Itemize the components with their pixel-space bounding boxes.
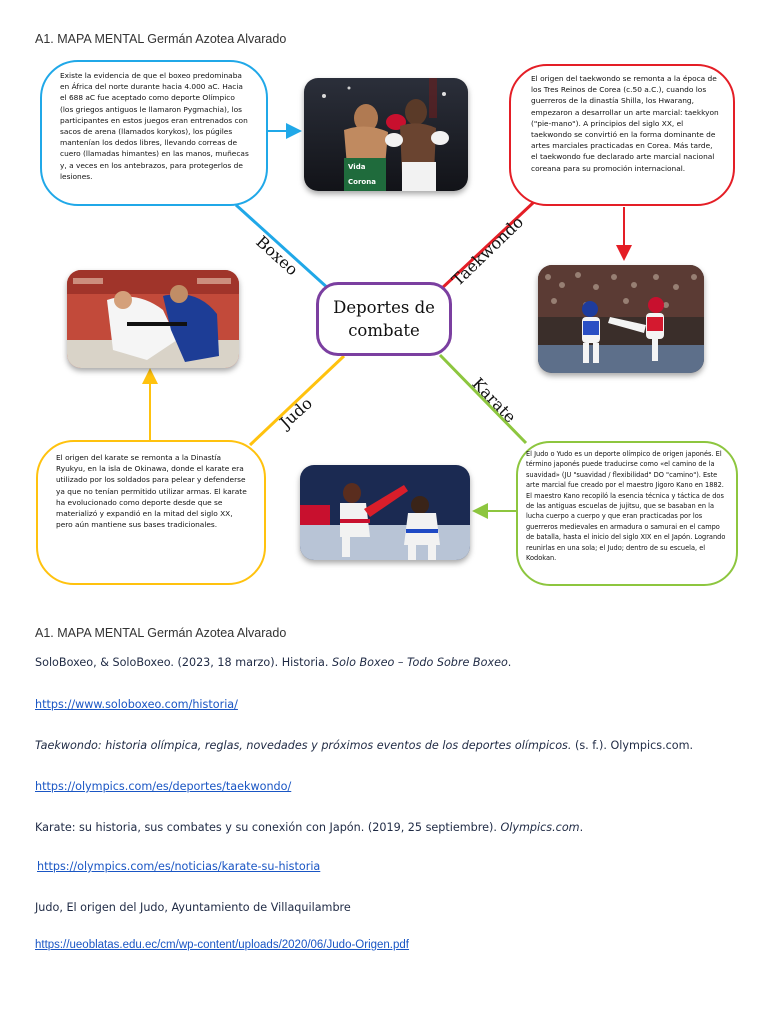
boxeo-bubble: Existe la evidencia de que el boxeo pred… [40,60,268,206]
reference-1: SoloBoxeo, & SoloBoxeo. (2023, 18 marzo)… [35,656,512,669]
reference-3-link-row: https://olympics.com/es/noticias/karate-… [37,860,320,873]
karate-bubble: El origen del karate se remonta a la Din… [36,440,266,585]
reference-1-link[interactable]: https://www.soloboxeo.com/historia/ [35,698,238,711]
boxing-photo: Vida Corona [304,78,468,191]
karate-connector [438,353,528,445]
reference-1-link-row: https://www.soloboxeo.com/historia/ [35,698,238,711]
reference-3: Karate: su historia, sus combates y su c… [35,821,584,834]
boxeo-connector [234,203,332,292]
reference-4-link[interactable]: https://ueoblatas.edu.ec/cm/wp-content/u… [35,939,409,951]
taekwondo-connector [438,200,536,292]
reference-2-link-row: https://olympics.com/es/deportes/taekwon… [35,780,291,793]
center-node: Deportes de combate [316,282,452,356]
karate-photo [300,465,470,560]
taekwondo-photo [538,265,704,373]
mind-map-connectors [142,123,632,519]
judo-connector [248,354,346,447]
reference-2: Taekwondo: historia olímpica, reglas, no… [35,739,694,752]
judo-bubble: El Judo o Yudo es un deporte olímpico de… [516,441,738,586]
taekwondo-bubble: El origen del taekwondo se remonta a la … [509,64,735,206]
references-heading: A1. MAPA MENTAL Germán Azotea Alvarado [35,626,287,640]
judo-photo [67,270,239,368]
reference-4: Judo, El origen del Judo, Ayuntamiento d… [35,901,351,914]
reference-4-link-row: https://ueoblatas.edu.ec/cm/wp-content/u… [35,939,409,951]
reference-3-link[interactable]: https://olympics.com/es/noticias/karate-… [37,860,321,873]
trunk-text-vida: Vida [348,163,366,171]
reference-2-link[interactable]: https://olympics.com/es/deportes/taekwon… [35,780,292,793]
trunk-text-corona: Corona [348,178,376,186]
page-title: A1. MAPA MENTAL Germán Azotea Alvarado [35,32,287,46]
